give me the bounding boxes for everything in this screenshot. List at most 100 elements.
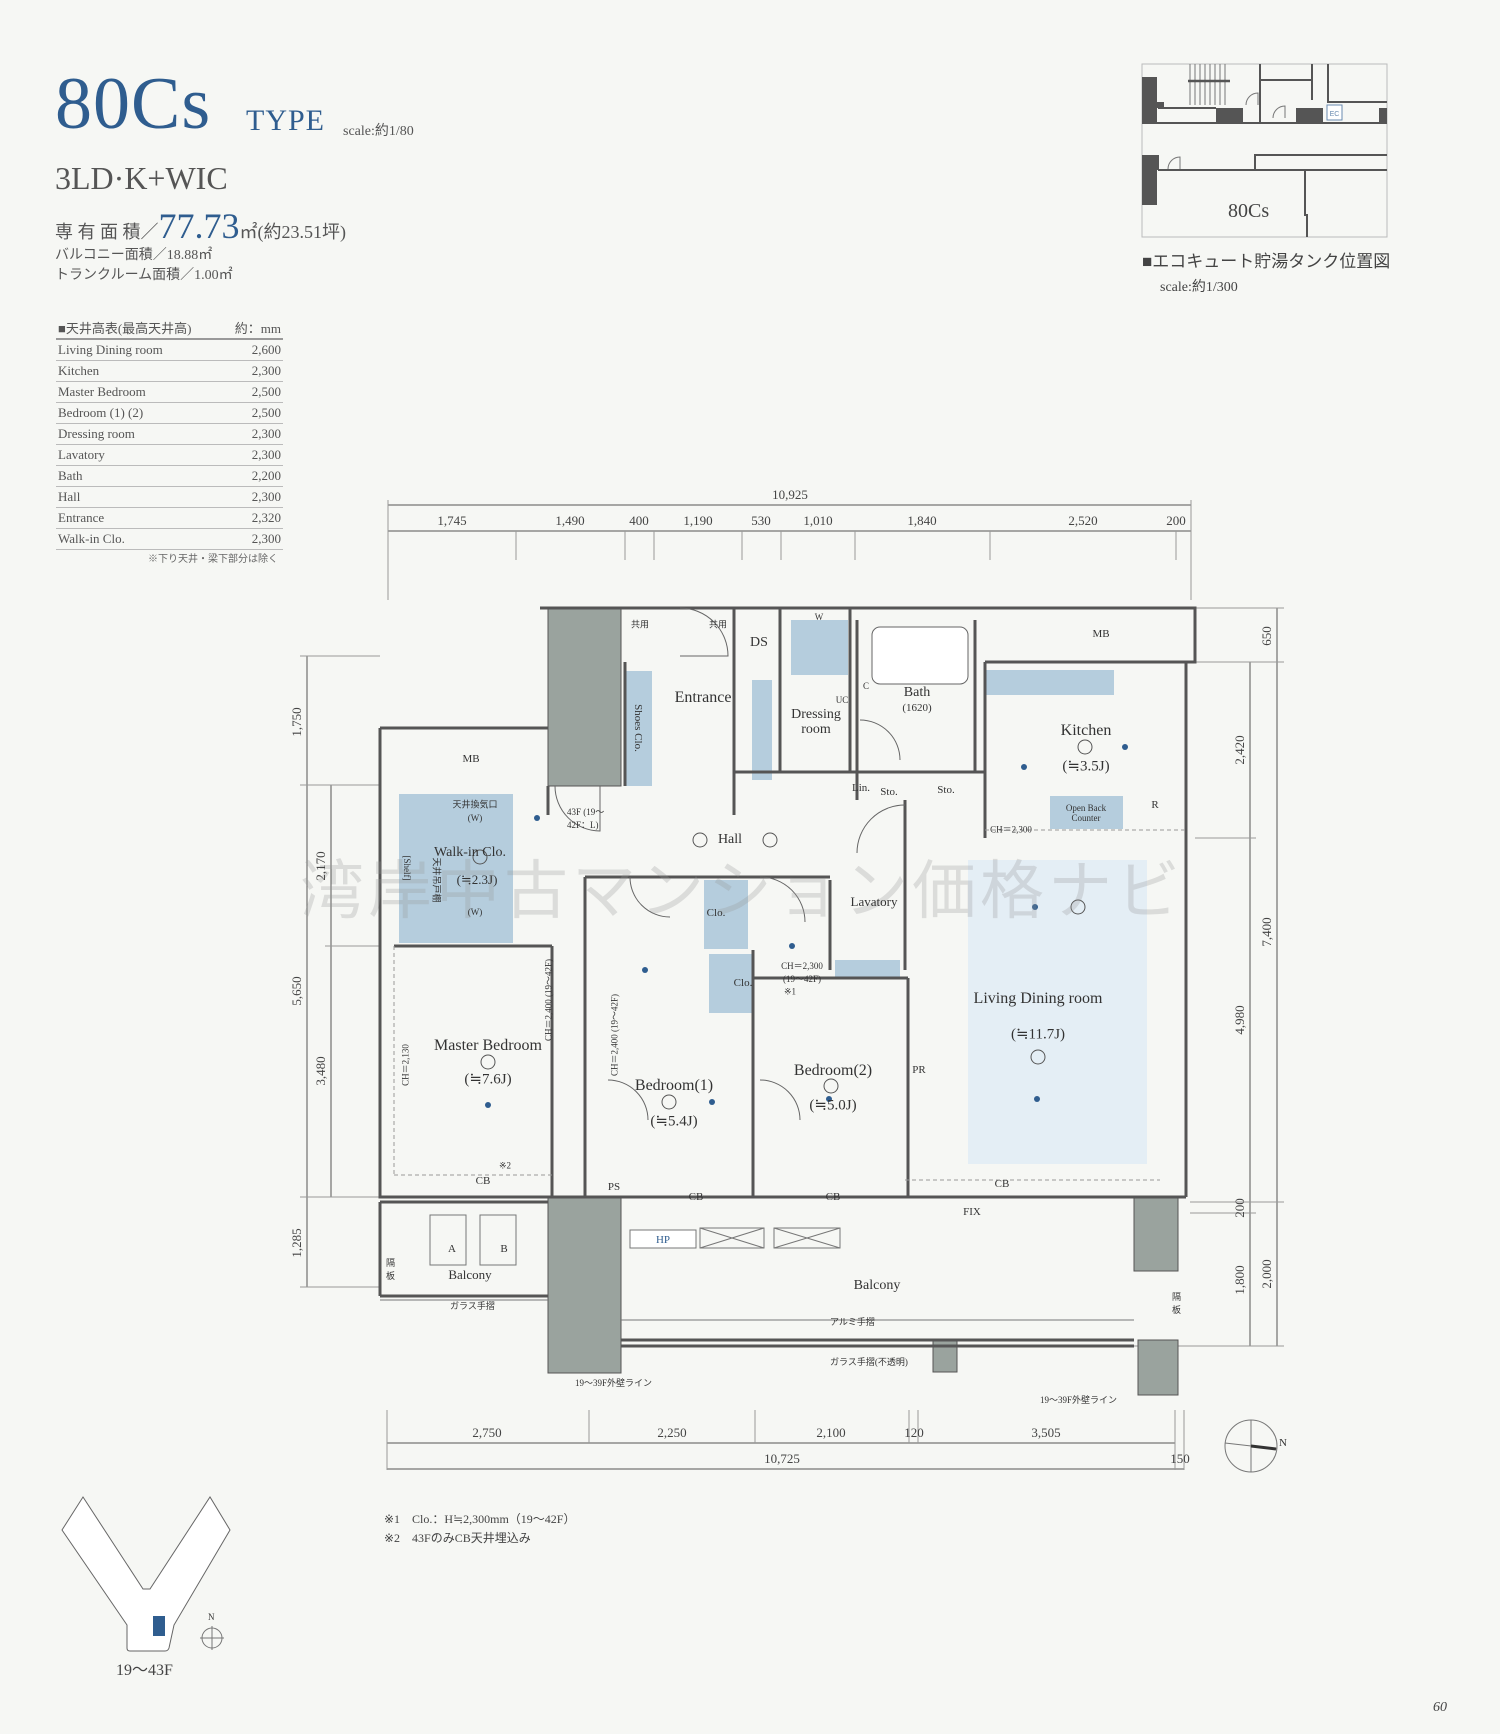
type-label: TYPE xyxy=(246,104,325,137)
dimension-lines xyxy=(300,500,1284,1470)
walls xyxy=(378,606,1197,1348)
dim-top: 1,840 xyxy=(907,513,937,528)
footnote-1: ※1 Clo.：H≒2,300mm（19〜42F） xyxy=(384,1512,576,1526)
pr-label: PR xyxy=(912,1064,926,1076)
room-bath: Bath xyxy=(903,685,931,700)
area-value: 77.73 xyxy=(158,206,240,246)
kitchen-counter xyxy=(985,670,1114,695)
shared-label: 共用 xyxy=(708,619,728,630)
dim-right: 7,400 xyxy=(1259,917,1274,947)
cb-label: CB xyxy=(475,1175,491,1187)
room-name: Bedroom (1) (2) xyxy=(56,402,223,424)
storage-label: Sto. xyxy=(937,784,955,796)
kitchen-size: (≒3.5J) xyxy=(1062,758,1110,775)
table-title: ■天井高表(最高天井高) xyxy=(56,317,223,340)
room-entrance: Entrance xyxy=(674,689,732,706)
table-row: Bedroom (1) (2)2,500 xyxy=(56,402,283,424)
footnote-2: ※2 43FのみCB天井埋込み xyxy=(384,1531,531,1545)
ceiling-lines xyxy=(393,829,1186,1181)
uc-label: UC xyxy=(835,695,849,705)
door-swings xyxy=(554,607,906,1121)
plan-scale: scale:約1/80 xyxy=(343,124,414,139)
floor-range: 19〜43F xyxy=(116,1662,173,1679)
room-name: Lavatory xyxy=(56,444,223,466)
compass-icon xyxy=(1224,1419,1278,1473)
key-plan-unit-label: 80Cs xyxy=(1228,200,1269,222)
hanger-label: 天井吊戸棚 xyxy=(431,857,442,903)
building-location-icon xyxy=(61,1496,231,1652)
ch-master: CH＝2,400 (19〜42F) xyxy=(543,958,554,1042)
ceiling-value: 2,200 xyxy=(222,465,283,487)
refrigerator-label: R xyxy=(1151,799,1159,811)
ceiling-light-rings xyxy=(472,739,1093,1110)
room-balcony-left: Balcony xyxy=(448,1267,492,1282)
ps-label: PS xyxy=(607,1181,621,1193)
dim-left-inner: 3,480 xyxy=(313,1056,328,1086)
note-2-mark: ※2 xyxy=(498,1160,512,1171)
bedroom-2-size: (≒5.0J) xyxy=(809,1097,857,1114)
hp-label: HP xyxy=(655,1234,671,1246)
type-title: 80Cs xyxy=(55,63,212,145)
washer-label: W xyxy=(814,612,824,622)
dim-right: 650 xyxy=(1259,626,1274,646)
dim-top: 200 xyxy=(1166,513,1186,528)
ch-kitchen: CH＝2,300 xyxy=(990,824,1032,835)
key-plan-scale: scale:約1/300 xyxy=(1160,280,1238,295)
shared-label: 共用 xyxy=(630,619,650,630)
dim-bottom: 2,100 xyxy=(816,1425,846,1440)
wic-w-top: (W) xyxy=(467,813,483,823)
ch-bedroom-1: CH＝2,400 (19〜42F) xyxy=(609,993,620,1077)
dim-left-inner: 2,170 xyxy=(313,851,328,881)
cb-label: CB xyxy=(688,1191,704,1203)
cb-label: CB xyxy=(994,1178,1010,1190)
bathtub-icon xyxy=(871,626,969,685)
room-living-dining: Living Dining room xyxy=(973,990,1103,1007)
table-row: Walk-in Clo.2,300 xyxy=(56,528,283,550)
aluminum-rail-label: アルミ手摺 xyxy=(830,1317,875,1327)
lavatory-counter xyxy=(835,960,900,979)
room-mb-left: MB xyxy=(462,753,480,765)
vent-label: 天井換気口 xyxy=(452,799,498,810)
trunk-room-area: トランクルーム面積／1.00㎡ xyxy=(55,268,233,283)
ceiling-value: 2,300 xyxy=(222,360,283,382)
room-balcony: Balcony xyxy=(853,1278,901,1293)
open-back-counter-label: Open Back Counter xyxy=(1065,803,1107,823)
dim-top: 1,490 xyxy=(555,513,585,528)
shoes-closet-fill xyxy=(625,671,652,786)
room-ds: DS xyxy=(750,635,768,650)
wic-fill xyxy=(399,794,513,943)
dim-top: 400 xyxy=(629,513,649,528)
room-name: Kitchen xyxy=(56,360,223,382)
wall-line-right: 19〜39F外壁ライン xyxy=(1040,1395,1118,1405)
dim-left: 5,650 xyxy=(289,976,304,1006)
structural-columns xyxy=(547,607,1179,1396)
ceiling-value: 2,500 xyxy=(222,402,283,424)
watermark: 湾岸中古マンション価格ナビ xyxy=(300,855,1184,929)
cb-label: CB xyxy=(825,1191,841,1203)
room-walk-in-closet: Walk-in Clo. xyxy=(434,845,506,860)
washer-area xyxy=(791,620,848,675)
shelf-label: [Shelf] xyxy=(402,855,412,881)
ld-floor-fill xyxy=(968,860,1147,1164)
dim-bottom: 2,250 xyxy=(657,1425,687,1440)
room-lavatory: Lavatory xyxy=(850,894,898,909)
ch-master-2: CH＝2,130 xyxy=(400,1044,411,1086)
note-1-mark: ※1 xyxy=(783,986,797,997)
room-name: Walk-in Clo. xyxy=(56,528,223,550)
table-note: ※下り天井・梁下部分は除く xyxy=(148,554,278,565)
room-dressing: Dressing room xyxy=(791,707,841,737)
closet-fill xyxy=(704,880,748,949)
ceiling-value: 2,320 xyxy=(222,507,283,529)
room-name: Hall xyxy=(56,486,223,508)
room-name: Master Bedroom xyxy=(56,381,223,403)
linen-label: Lin. xyxy=(851,782,871,794)
wic-size: (≒2.3J) xyxy=(456,872,498,887)
master-size: (≒7.6J) xyxy=(464,1071,512,1088)
dim-left: 1,285 xyxy=(289,1228,304,1258)
